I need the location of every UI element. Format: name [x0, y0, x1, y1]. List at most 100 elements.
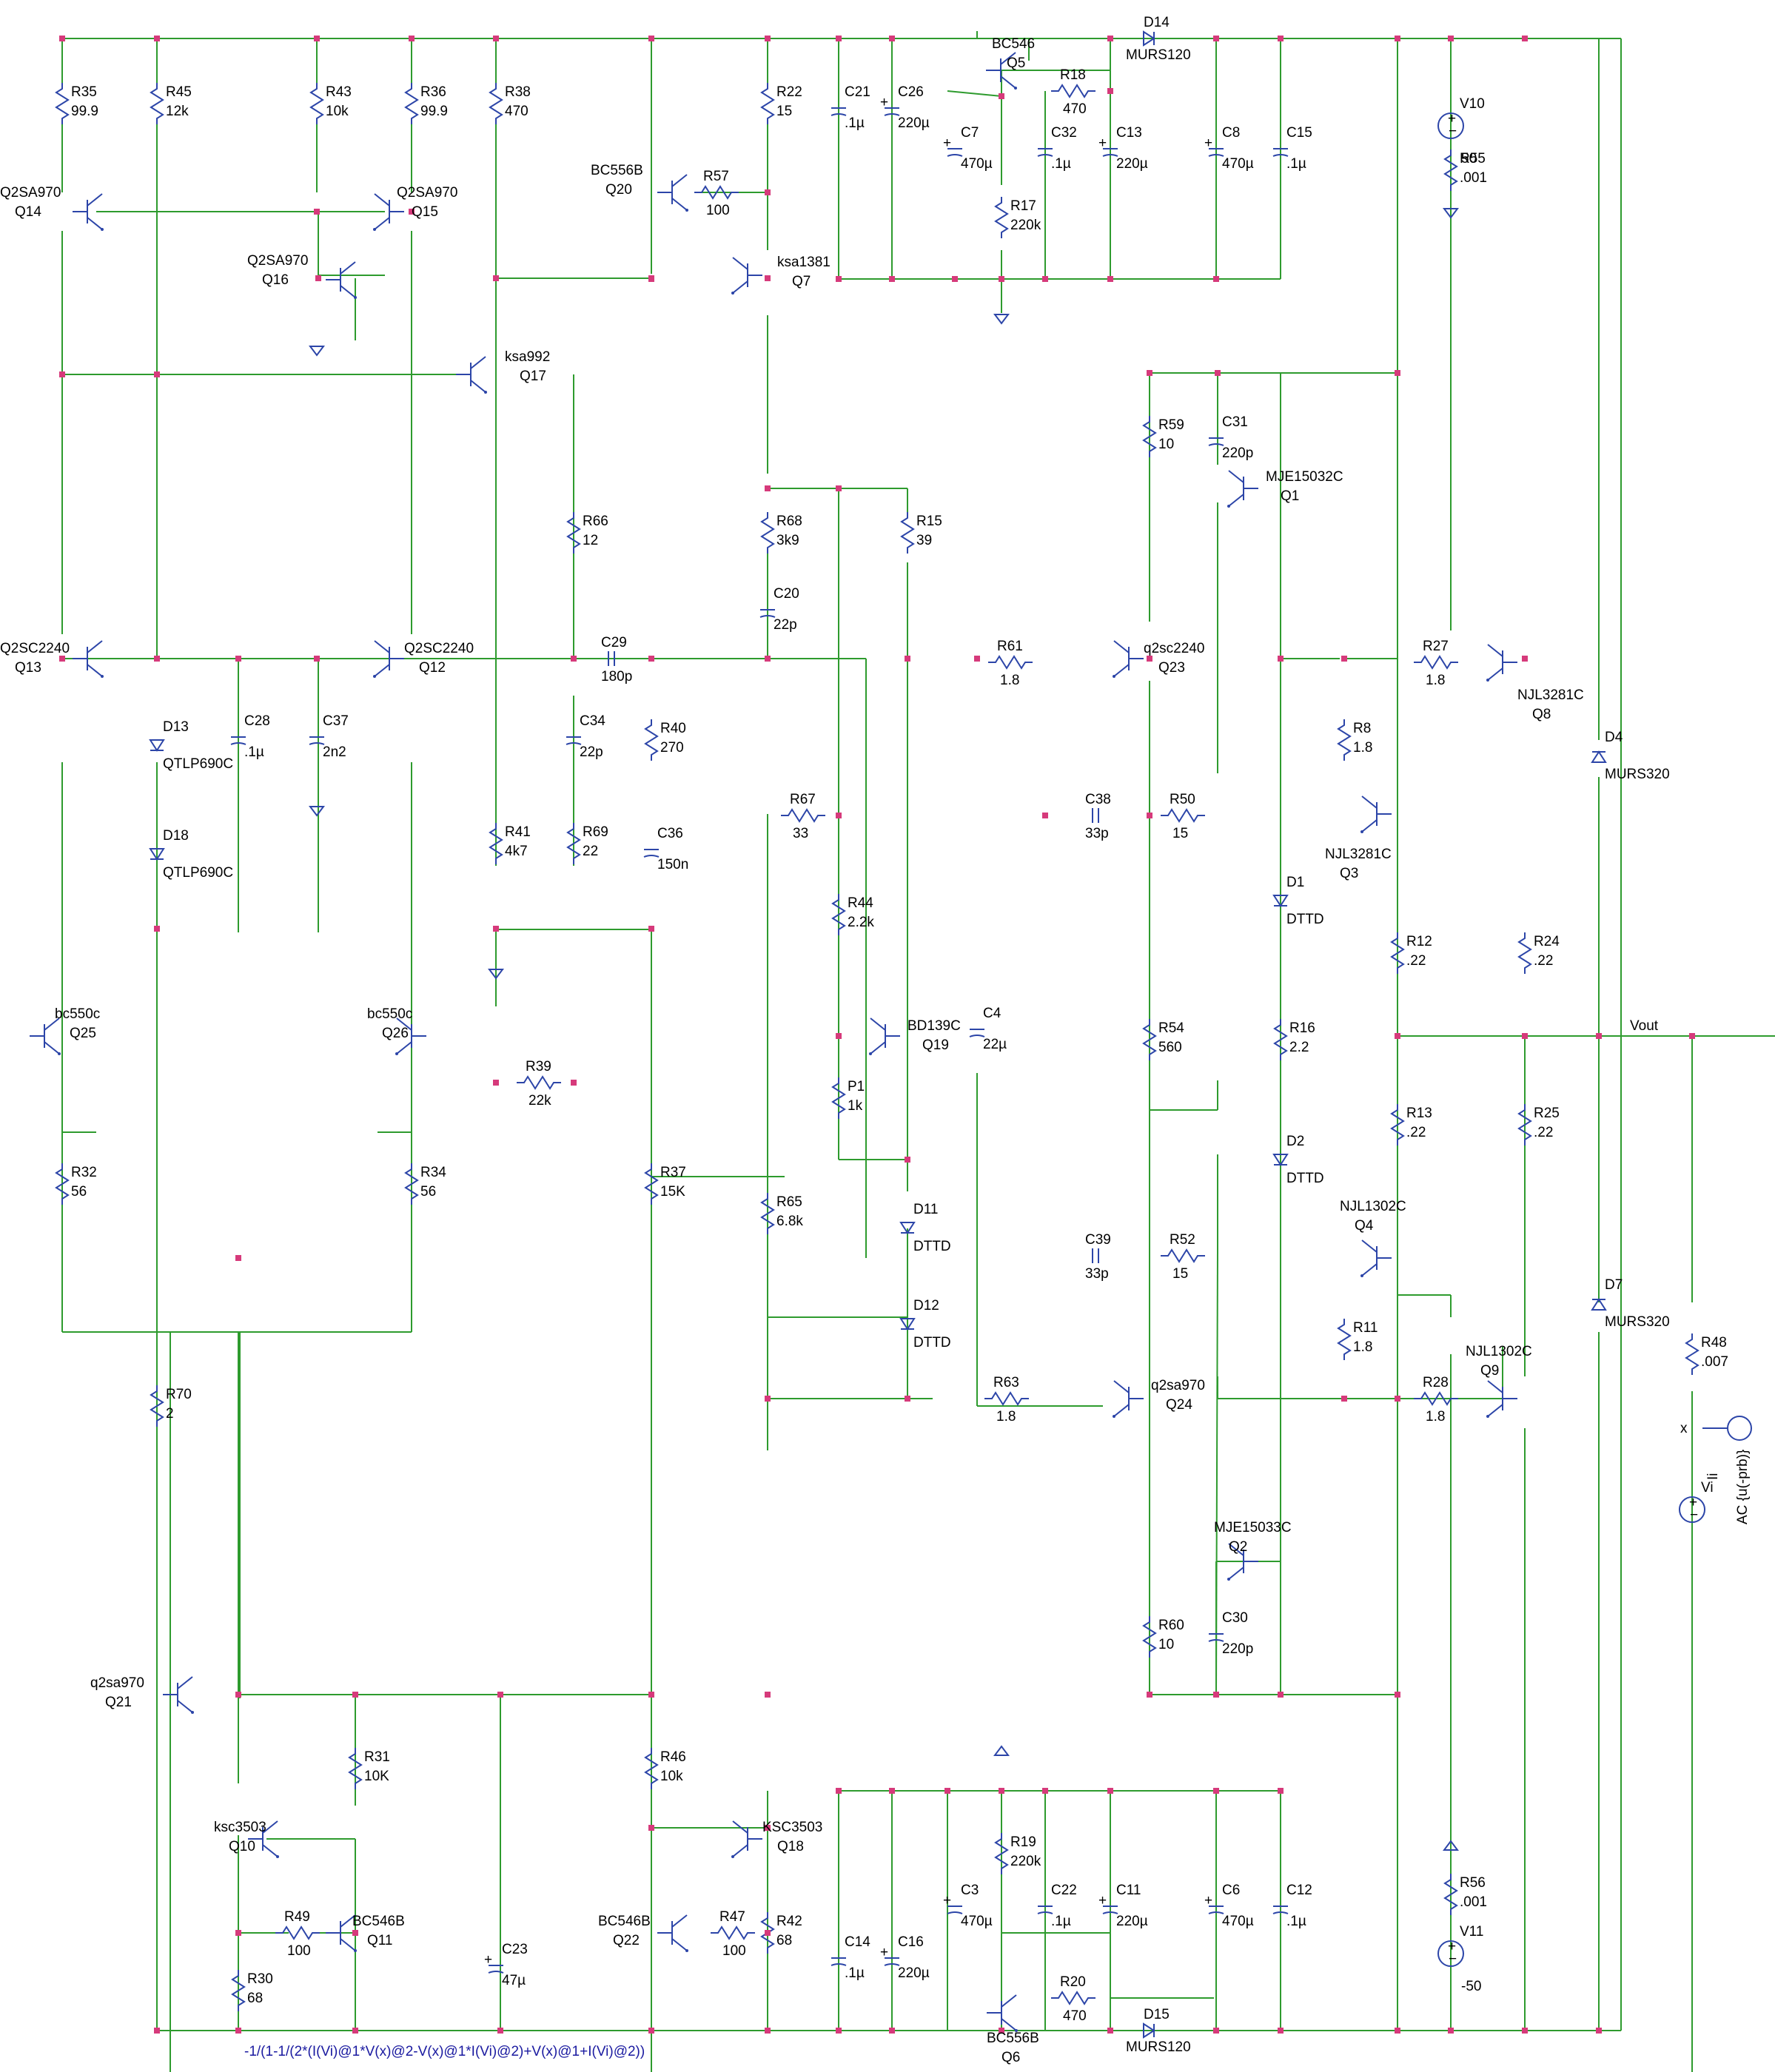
label: D1	[1286, 875, 1304, 890]
resistor-r16	[1273, 1019, 1288, 1060]
label: .1µ	[244, 744, 264, 760]
junction	[235, 656, 241, 662]
junction	[235, 1930, 241, 1936]
junction	[765, 189, 771, 195]
label: D18	[163, 828, 189, 844]
resistor-r41	[489, 823, 503, 864]
label: Q26	[382, 1026, 409, 1041]
label: R63	[993, 1375, 1019, 1390]
junction	[1042, 276, 1048, 282]
resistor-r57	[694, 185, 739, 200]
junction	[235, 1692, 241, 1698]
label: R61	[997, 639, 1023, 654]
label: QTLP690C	[163, 865, 233, 881]
label: MJE15033C	[1214, 1520, 1292, 1536]
label: BC546B	[352, 1914, 405, 1929]
diode-d1	[1272, 895, 1289, 907]
junction	[905, 1157, 910, 1163]
label: 33p	[1085, 1266, 1109, 1282]
label: 1.8	[1426, 1409, 1445, 1424]
resistor-r59	[1142, 416, 1157, 457]
label: R8	[1353, 721, 1371, 736]
capacitor-c22	[1037, 1906, 1053, 1914]
label: 470	[1063, 2008, 1087, 2024]
resistor-r32	[55, 1163, 70, 1205]
junction	[154, 2028, 160, 2034]
junction	[836, 36, 842, 41]
wires	[61, 31, 1775, 2072]
label: D14	[1144, 15, 1170, 30]
label: Q18	[777, 1839, 804, 1854]
label: R38	[505, 84, 531, 100]
svg-text:+: +	[880, 95, 888, 110]
resistor-r25	[1517, 1104, 1532, 1146]
label: 22	[583, 844, 598, 859]
label: 6.8k	[776, 1214, 803, 1229]
junction	[1278, 2028, 1284, 2034]
svg-text:+: +	[1448, 111, 1456, 127]
label: R46	[660, 1749, 686, 1765]
label: 10k	[326, 104, 349, 119]
label: Q12	[419, 660, 446, 676]
junction	[765, 1692, 771, 1698]
ground-symbol	[993, 1745, 1010, 1756]
junction	[1596, 2028, 1602, 2034]
junction	[648, 275, 654, 281]
label: .22	[1406, 953, 1426, 969]
capacitor-c34	[566, 736, 582, 745]
resistor-r34	[404, 1163, 419, 1205]
label: R22	[776, 84, 802, 100]
ground-symbol	[993, 314, 1010, 325]
label: QTLP690C	[163, 756, 233, 772]
junction	[1341, 1396, 1347, 1402]
label: .001	[1460, 170, 1487, 186]
label: C21	[845, 84, 870, 100]
label: R15	[916, 514, 942, 529]
junction	[59, 656, 65, 662]
junction	[314, 36, 320, 41]
label: 3k9	[776, 533, 799, 548]
diode-d4	[1591, 750, 1607, 763]
diode-d11	[899, 1222, 916, 1234]
label: C20	[774, 586, 799, 602]
svg-text:+: +	[1448, 1939, 1456, 1954]
label: Q1	[1281, 488, 1299, 504]
label: C36	[657, 826, 683, 841]
label: R57	[703, 169, 729, 184]
resistor-r27	[1414, 655, 1458, 670]
label: Q15	[412, 204, 438, 220]
label: Q2	[1229, 1539, 1247, 1555]
resistor-r67	[781, 808, 825, 823]
label: Q2SA970	[397, 185, 457, 201]
label: 10k	[660, 1769, 683, 1784]
resistor-r36	[404, 83, 419, 124]
label: 12k	[166, 104, 189, 119]
label: R37	[660, 1165, 686, 1180]
label: 270	[660, 740, 684, 756]
resistor-r15	[900, 512, 915, 554]
label: BD139C	[907, 1018, 961, 1034]
label: R24	[1534, 934, 1560, 949]
junction	[493, 1080, 499, 1086]
diode-d14	[1143, 30, 1155, 47]
components: ++++++++++−+−+−	[30, 30, 1752, 2039]
resistor-r54	[1142, 1019, 1157, 1060]
label: BC546B	[598, 1914, 651, 1929]
capacitor-c37	[309, 736, 325, 745]
label: R39	[526, 1059, 551, 1074]
label: -50	[1461, 1979, 1481, 1994]
transistor-q21	[163, 1676, 194, 1714]
junction	[999, 1788, 1004, 1794]
junction	[648, 656, 654, 662]
junction	[648, 1825, 654, 1831]
label: 2	[166, 1406, 174, 1422]
resistor-r49	[275, 1925, 320, 1940]
junction	[905, 1396, 910, 1402]
label: q2sa970	[1151, 1378, 1205, 1393]
label: R41	[505, 824, 531, 840]
resistor-r13	[1390, 1104, 1405, 1146]
label: DTTD	[913, 1335, 951, 1350]
label: R34	[420, 1165, 446, 1180]
label: NJL1302C	[1340, 1199, 1406, 1214]
label: DTTD	[913, 1239, 951, 1254]
